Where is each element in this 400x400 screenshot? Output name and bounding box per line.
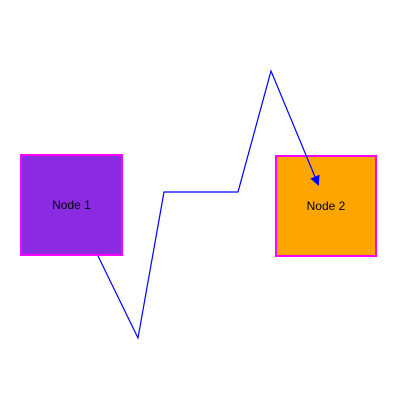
node-1[interactable]: Node 1 (20, 154, 123, 256)
node-2-box (275, 155, 377, 257)
node-2[interactable]: Node 2 (275, 155, 377, 257)
node-1-box (20, 154, 123, 256)
node-2-label: Node 2 (307, 199, 346, 213)
node-1-label: Node 1 (52, 198, 91, 212)
edge-node1-to-node2[interactable] (97, 69, 320, 340)
